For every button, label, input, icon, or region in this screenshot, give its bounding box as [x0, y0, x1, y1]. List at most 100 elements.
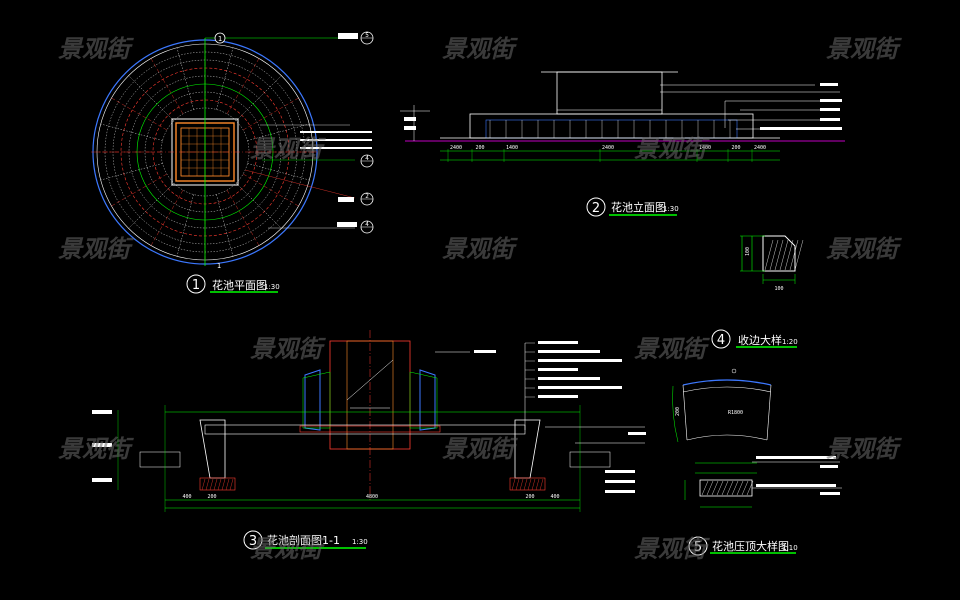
hatch-line — [794, 239, 804, 271]
detail-callout-2-label: 2 — [365, 193, 369, 200]
detail-callout-4: 4 — [360, 154, 374, 168]
edge-detail-title-text: 收边大样 — [738, 333, 782, 347]
section-dim-label: 4800 — [366, 494, 378, 500]
watermark: 景观街 — [58, 235, 134, 263]
section-dim-label: 200 — [525, 494, 534, 500]
hatch-line — [515, 478, 520, 491]
detail-callout-4-label: 4 — [365, 155, 369, 162]
hatch-line — [741, 480, 749, 496]
hatch-line — [217, 478, 222, 491]
plan-cut-label-bottom: 1 — [217, 262, 221, 270]
hatch-line — [535, 478, 540, 491]
detail-callout-5: 5 — [360, 31, 374, 45]
elevation-title-text: 花池立面图 — [611, 200, 666, 214]
hatch-line — [716, 480, 724, 496]
hatch-line — [779, 239, 789, 271]
plan-cut-label-top: 1 — [218, 35, 222, 43]
section-notes — [525, 341, 622, 398]
watermark: 景观街 — [634, 335, 710, 363]
note-text-bar — [538, 386, 622, 389]
section-dim-label: 400 — [550, 494, 559, 500]
radial-joint-line — [242, 173, 299, 207]
note-text-bar — [538, 350, 600, 353]
section-view: 400 200 4800 200 400 — [92, 330, 646, 512]
hatch-line — [531, 478, 536, 491]
elevation-dim-label: 2400 — [450, 145, 462, 151]
watermark: 景观街 — [442, 235, 518, 263]
hatch-line — [527, 478, 532, 491]
watermark: 景观街 — [250, 535, 326, 563]
note-text-bar — [538, 395, 578, 398]
note-text-bar — [538, 359, 622, 362]
section-title-text: 花池剖面图1-1 — [267, 533, 340, 547]
hatch-line — [221, 478, 226, 491]
elevation-dim-label: 1400 — [699, 145, 711, 151]
elevation-dim-label: 1400 — [506, 145, 518, 151]
plan-title-text: 花池平面图 — [212, 279, 267, 292]
hatch-line — [721, 480, 729, 496]
watermark: 景观街 — [634, 535, 710, 563]
radial-joint-line — [150, 58, 184, 115]
hatch-line — [784, 239, 794, 271]
plan-cut-marker-top: 1 — [214, 32, 226, 44]
plan-number: 1 — [192, 278, 200, 293]
watermark: 景观街 — [250, 335, 326, 363]
hatch-line — [701, 480, 709, 496]
hatch-line — [205, 478, 210, 491]
note-text-bar — [538, 368, 578, 371]
edge-detail-scale: 1:20 — [782, 338, 798, 346]
watermark: 景观街 — [826, 435, 902, 463]
watermark: 景观街 — [442, 35, 518, 63]
hatch-line — [523, 478, 528, 491]
plan-title: 1 花池平面图 1:30 — [186, 274, 280, 294]
watermark: 景观街 — [826, 35, 902, 63]
watermark: 景观街 — [250, 135, 326, 163]
coping-dim-width: 200 — [675, 407, 681, 416]
elevation-dim-label: 2400 — [754, 145, 766, 151]
edge-detail-view: 100 100 — [740, 235, 804, 292]
hatch-line — [711, 480, 719, 496]
watermark-layer: 景观街 景观街 景观街 景观街 景观街 景观街 景观街 景观街 景观街 景观街 … — [58, 35, 902, 563]
hatch-line — [213, 478, 218, 491]
watermark: 景观街 — [634, 135, 710, 163]
hatch-line — [774, 239, 784, 271]
hatch-line — [225, 478, 230, 491]
section-dimension-text: 400 200 4800 200 400 — [182, 494, 559, 500]
radial-joint-line — [111, 97, 168, 131]
hatch-line — [736, 480, 744, 496]
section-number: 3 — [249, 534, 257, 549]
plan-view — [91, 33, 372, 266]
edge-dim-width: 100 — [774, 286, 783, 292]
detail-callout-4b-label: 4 — [365, 221, 369, 228]
watermark: 景观街 — [826, 235, 902, 263]
elevation-title: 2 花池立面图 1:30 — [586, 197, 679, 217]
section-base-hatch — [201, 478, 544, 491]
section-dim-label: 400 — [182, 494, 191, 500]
elevation-dim-label: 2400 — [602, 145, 614, 151]
coping-dim-radius: R1800 — [728, 410, 743, 416]
elevation-scale: 1:30 — [663, 205, 679, 213]
hatch-line — [519, 478, 524, 491]
hatch-line — [746, 480, 754, 496]
hatch-line — [209, 478, 214, 491]
watermark: 景观街 — [58, 435, 134, 463]
radial-joint-line — [226, 189, 260, 246]
plan-scale: 1:30 — [264, 283, 280, 291]
coping-detail-title-text: 花池压顶大样图 — [712, 539, 789, 553]
radial-joint-line — [150, 189, 184, 246]
hatch-line — [731, 480, 739, 496]
section-dim-label: 200 — [207, 494, 216, 500]
radial-joint-line — [242, 97, 299, 131]
plan-cut-marker-bottom: 1 — [217, 262, 221, 270]
hatch-line — [726, 480, 734, 496]
hatch-line — [706, 480, 714, 496]
radial-joint-line — [226, 58, 260, 115]
coping-detail-view: R1800 200 — [672, 368, 842, 508]
section-title: 3 花池剖面图1-1 1:30 — [243, 530, 368, 550]
hatch-line — [229, 478, 234, 491]
detail-callout-5-label: 5 — [365, 32, 369, 39]
detail-callout-4b: 4 — [360, 220, 374, 234]
